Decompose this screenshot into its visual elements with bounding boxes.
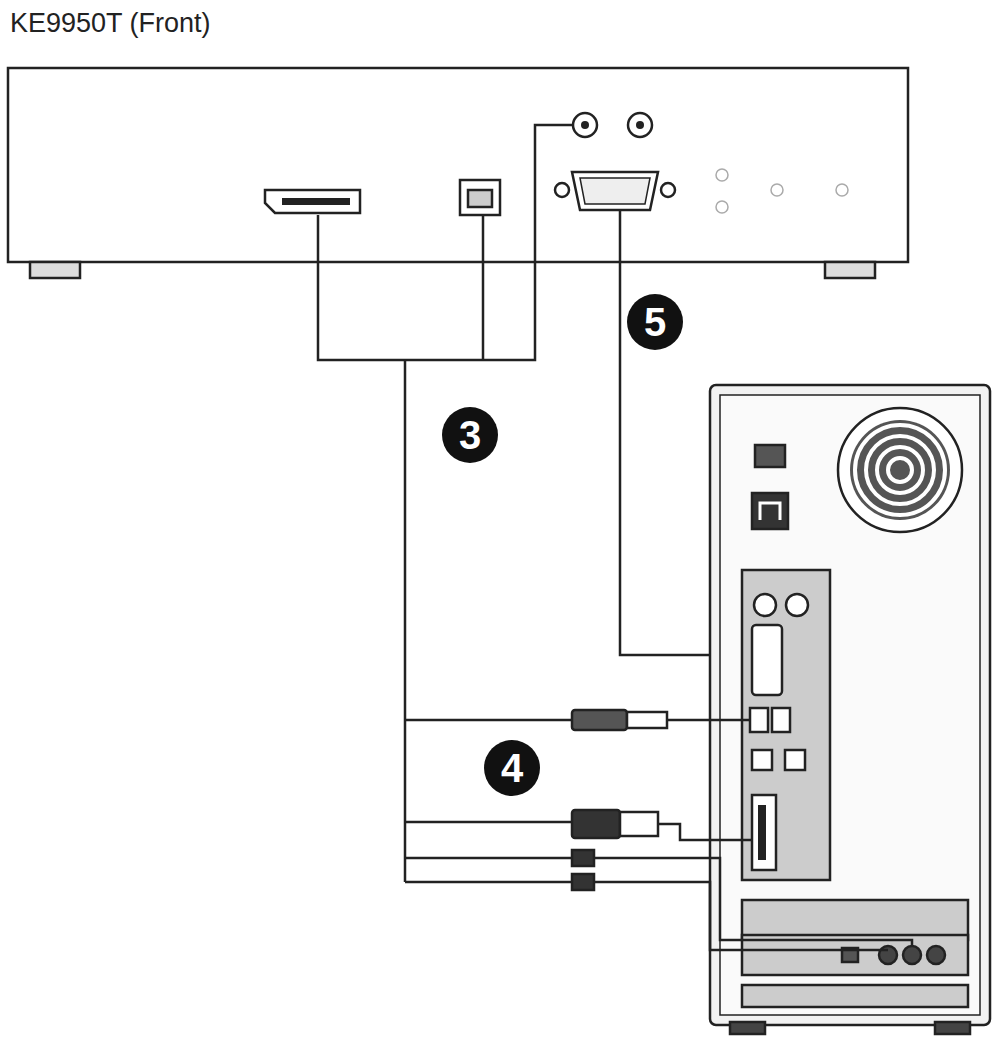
usb-b-port <box>460 180 500 215</box>
extender-housing <box>8 68 908 262</box>
callout-number: 4 <box>484 740 540 796</box>
audio-jack <box>628 113 652 137</box>
displayport-port <box>265 190 360 213</box>
rs232-port <box>572 172 658 210</box>
computer-tower <box>710 385 990 1025</box>
callout-circle <box>442 407 498 463</box>
cable <box>318 125 573 360</box>
audio-jack <box>573 113 597 137</box>
callout-circle <box>627 294 683 350</box>
callout-number: 5 <box>627 294 683 350</box>
callout-circle <box>484 740 540 796</box>
diagram-title: KE9950T (Front) <box>10 8 211 39</box>
callout-number: 3 <box>442 407 498 463</box>
